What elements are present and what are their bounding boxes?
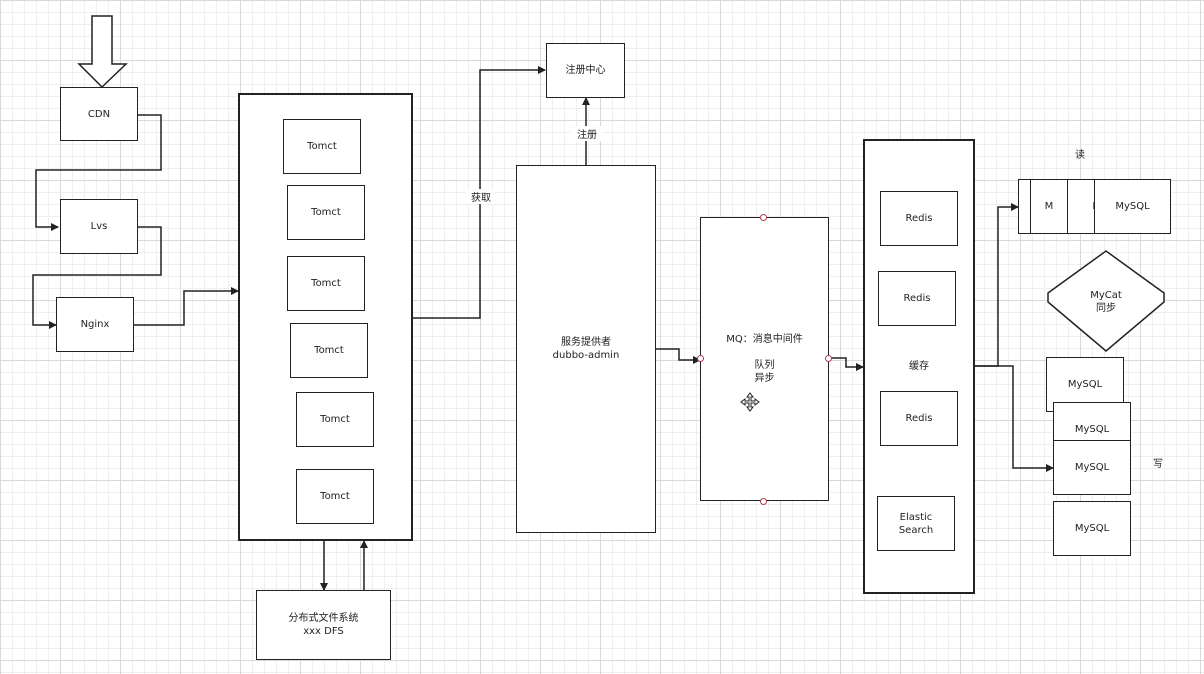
elasticsearch-node[interactable]: Elastic Search (877, 496, 955, 551)
mq-connector-left[interactable] (697, 355, 704, 362)
redis-node-1[interactable]: Redis (880, 191, 958, 246)
big-down-arrow-icon (77, 15, 128, 89)
tomcat-node-1[interactable]: Tomct (283, 119, 361, 174)
mysql-node-3[interactable]: MySQL (1053, 440, 1131, 495)
provider-node[interactable]: 服务提供者 dubbo-admin (516, 165, 656, 533)
dfs-node[interactable]: 分布式文件系统 xxx DFS (256, 590, 391, 660)
move-cursor-icon (740, 392, 760, 412)
register-label: 注册 (571, 126, 603, 141)
redis-node-3[interactable]: Redis (880, 391, 958, 446)
mysql-read-stack-1[interactable]: M (1030, 179, 1068, 234)
mq-connector-top[interactable] (760, 214, 767, 221)
tomcat-node-6[interactable]: Tomct (296, 469, 374, 524)
nginx-node[interactable]: Nginx (56, 297, 134, 352)
write-label: 写 (1153, 459, 1163, 470)
lvs-node[interactable]: Lvs (60, 199, 138, 254)
mycat-label: MyCat 同步 (1090, 290, 1122, 314)
read-label: 读 (1075, 150, 1085, 161)
registry-node[interactable]: 注册中心 (546, 43, 625, 98)
tomcat-node-5[interactable]: Tomct (296, 392, 374, 447)
mq-connector-bottom[interactable] (760, 498, 767, 505)
mq-connector-right[interactable] (825, 355, 832, 362)
get-label: 获取 (466, 189, 496, 204)
redis-node-2[interactable]: Redis (878, 271, 956, 326)
mycat-shape (1047, 250, 1165, 352)
mysql-node-4[interactable]: MySQL (1053, 501, 1131, 556)
tomcat-node-4[interactable]: Tomct (290, 323, 368, 378)
cdn-node[interactable]: CDN (60, 87, 138, 141)
tomcat-node-2[interactable]: Tomct (287, 185, 365, 240)
mysql-read-main[interactable]: MySQL (1094, 179, 1171, 234)
tomcat-node-3[interactable]: Tomct (287, 256, 365, 311)
mq-node[interactable]: MQ：消息中间件 队列 异步 (700, 217, 829, 501)
